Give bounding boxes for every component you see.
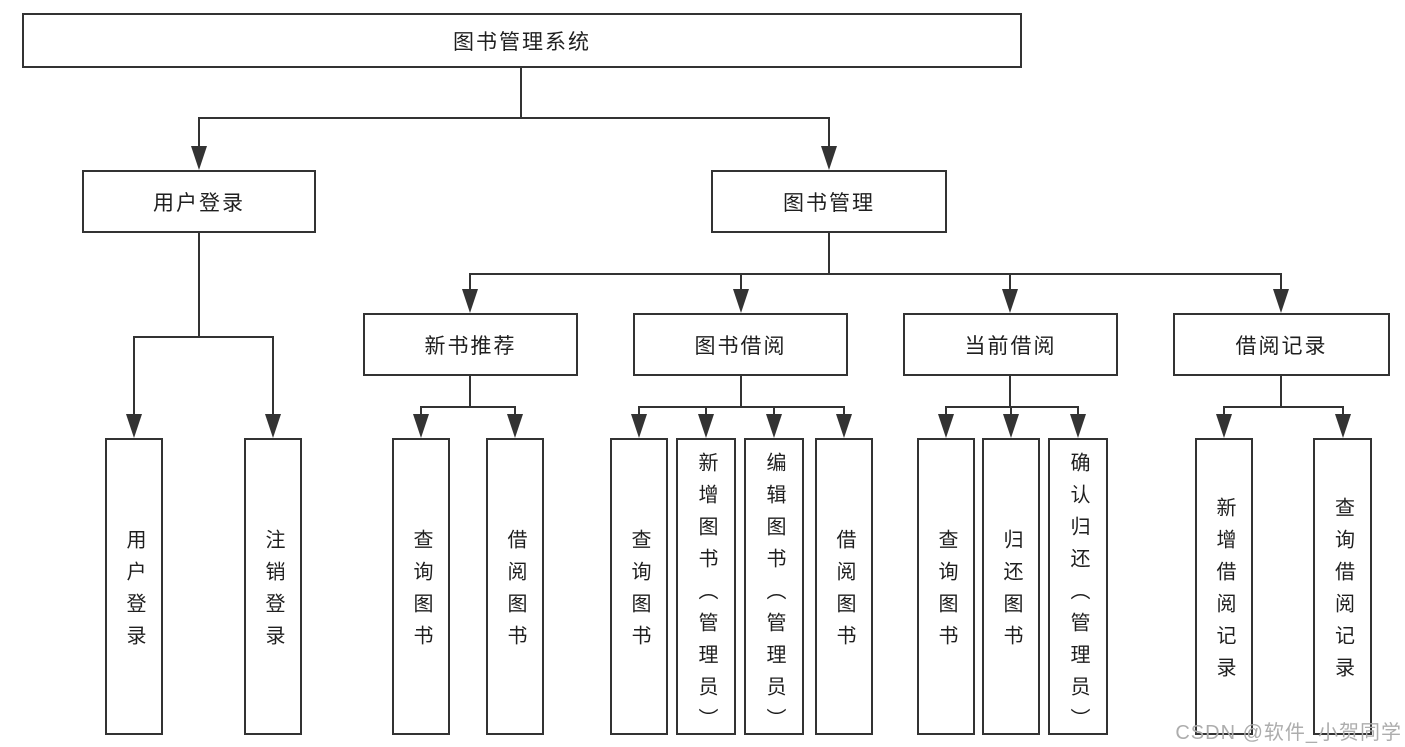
arrow-down-icon [938,414,954,438]
connector-line [1223,406,1225,418]
leaf-label: 注销登录 [262,528,284,657]
leaf-return-books: 归还图书 [982,438,1040,735]
node-borrowing-records: 借阅记录 [1173,313,1390,376]
connector-line [638,406,640,418]
connector-line [773,406,775,418]
connector-line [198,233,200,336]
leaf-confirm-return-admin: 确认归还（管理员） [1048,438,1108,740]
connector-line [514,406,516,418]
arrow-down-icon [698,414,714,438]
connector-line [469,273,1282,275]
leaf-query-books-borrow: 查询图书 [610,438,668,735]
node-library-system: 图书管理系统 [22,13,1022,68]
connector-line [198,117,830,119]
node-new-book-recommend: 新书推荐 [363,313,578,376]
arrow-down-icon [1002,289,1018,313]
leaf-edit-books-admin: 编辑图书（管理员） [744,438,804,740]
leaf-label: 编辑图书（管理员） [763,452,785,740]
connector-line [740,273,742,293]
arrow-down-icon [507,414,523,438]
node-user-login: 用户登录 [82,170,316,233]
leaf-borrow-books-recommend: 借阅图书 [486,438,544,735]
leaf-label: 新增借阅记录 [1213,496,1235,689]
node-label: 借阅记录 [1235,334,1328,358]
leaf-label: 查询图书 [935,528,957,657]
connector-line [420,406,422,418]
arrow-down-icon [1273,289,1289,313]
connector-line [133,336,274,338]
connector-line [520,68,522,117]
node-label: 图书管理 [783,191,875,215]
leaf-label: 新增图书（管理员） [695,452,717,740]
csdn-watermark: CSDN @软件_小贺同学 [1175,722,1402,744]
leaf-label: 查询图书 [628,528,650,657]
arrow-down-icon [1070,414,1086,438]
connector-line [740,376,742,406]
connector-line [1280,273,1282,293]
connector-line [638,406,845,408]
connector-line [945,406,947,418]
connector-line [1010,406,1012,418]
node-label: 图书借阅 [694,334,787,358]
arrow-down-icon [631,414,647,438]
leaf-label: 用户登录 [123,528,145,657]
arrow-down-icon [836,414,852,438]
leaf-label: 确认归还（管理员） [1067,452,1089,740]
node-label: 当前借阅 [964,334,1057,358]
connector-line [705,406,707,418]
connector-line [843,406,845,418]
connector-line [1077,406,1079,418]
arrow-down-icon [191,146,207,170]
leaf-label: 查询图书 [410,528,432,657]
node-label: 用户登录 [153,191,245,215]
arrow-down-icon [821,146,837,170]
node-book-borrowing: 图书借阅 [633,313,848,376]
connector-line [272,336,274,416]
arrow-down-icon [1216,414,1232,438]
node-label: 新书推荐 [424,334,517,358]
arrow-down-icon [1335,414,1351,438]
arrow-down-icon [1003,414,1019,438]
node-book-management: 图书管理 [711,170,947,233]
connector-line [469,376,471,406]
arrow-down-icon [462,289,478,313]
connector-line [828,233,830,273]
connector-line [945,406,1079,408]
arrow-down-icon [126,414,142,438]
leaf-add-books-admin: 新增图书（管理员） [676,438,736,740]
leaf-borrow-books: 借阅图书 [815,438,873,735]
leaf-query-books-current: 查询图书 [917,438,975,735]
connector-line [469,273,471,293]
connector-line [198,117,200,149]
connector-line [1009,273,1011,293]
leaf-label: 查询借阅记录 [1331,496,1354,689]
connector-line [828,117,830,149]
connector-line [1342,406,1344,418]
arrow-down-icon [265,414,281,438]
node-current-borrowing: 当前借阅 [903,313,1118,376]
connector-line [1280,376,1282,406]
leaf-query-books-recommend: 查询图书 [392,438,450,735]
arrow-down-icon [766,414,782,438]
leaf-label: 归还图书 [1000,528,1022,657]
arrow-down-icon [413,414,429,438]
node-label: 图书管理系统 [453,30,591,54]
leaf-user-login: 用户登录 [105,438,163,735]
leaf-label: 借阅图书 [504,528,526,657]
connector-line [420,406,516,408]
connector-line [1223,406,1344,408]
leaf-add-borrow-record: 新增借阅记录 [1195,438,1253,735]
leaf-query-borrow-record: 查询借阅记录 [1313,438,1372,735]
connector-line [1009,376,1011,406]
leaf-logout: 注销登录 [244,438,302,735]
arrow-down-icon [733,289,749,313]
connector-line [133,336,135,416]
leaf-label: 借阅图书 [833,528,855,657]
